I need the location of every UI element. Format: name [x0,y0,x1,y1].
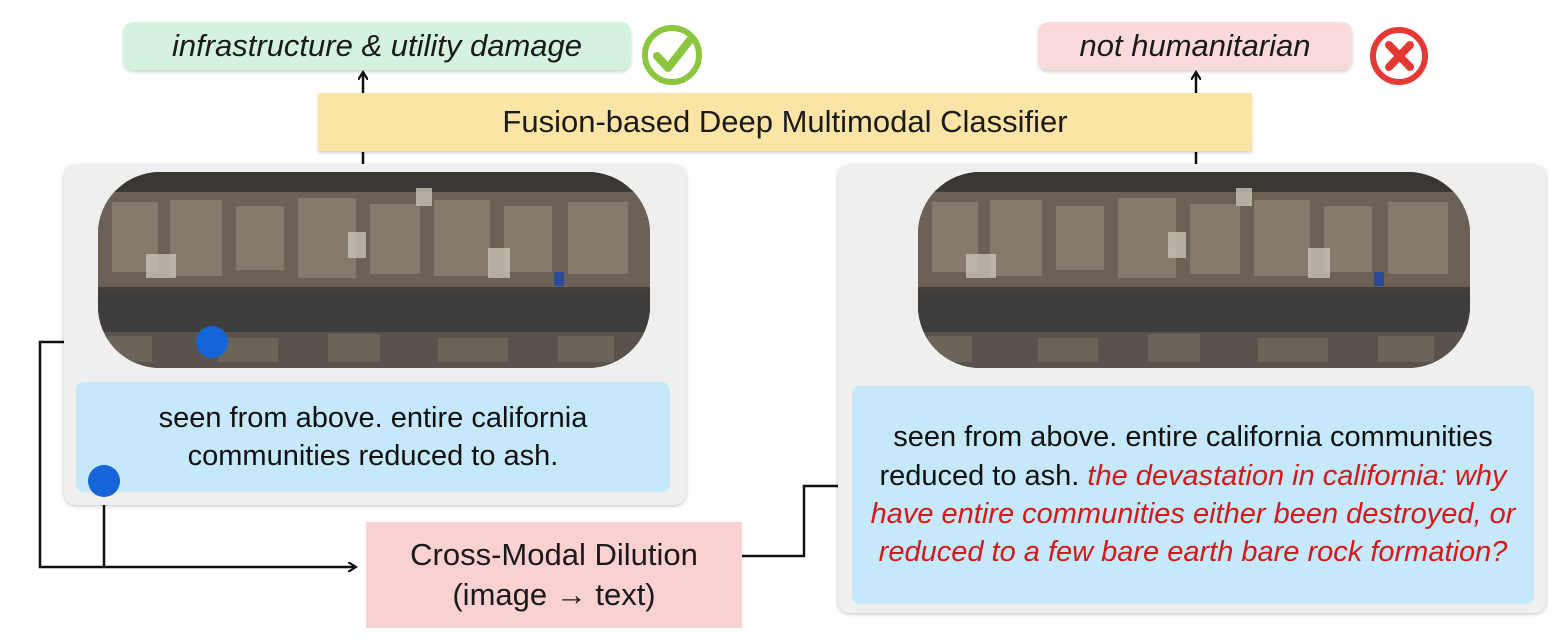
original-caption-part: seen from above. entire california commu… [879,421,1493,492]
aerial-wildfire-photo [98,172,650,368]
aerial-wildfire-photo [918,172,1470,368]
injected-caption-part: the devastation in california: why have … [870,459,1516,569]
dilution-subtitle: (image → text) [452,577,656,612]
prediction-label-correct: infrastructure & utility damage [123,22,631,70]
original-caption-box: seen from above. entire california commu… [76,382,670,492]
check-icon [642,25,702,85]
classifier-box: Fusion-based Deep Multimodal Classifier [318,93,1252,151]
dilution-title: Cross-Modal Dilution [410,536,698,572]
x-icon [1370,27,1428,85]
diluted-caption-box: seen from above. entire california commu… [852,386,1534,604]
prediction-text: not humanitarian [1079,28,1311,63]
diluted-caption: seen from above. entire california commu… [863,418,1523,571]
cross-modal-dilution-box: Cross-Modal Dilution (image → text) [366,522,742,628]
original-caption: seen from above. entire california commu… [158,401,588,472]
prediction-label-wrong: not humanitarian [1038,22,1352,70]
classifier-label: Fusion-based Deep Multimodal Classifier [502,104,1068,139]
prediction-text: infrastructure & utility damage [171,28,583,63]
image-source-dot [196,326,228,358]
text-source-dot [88,465,120,497]
